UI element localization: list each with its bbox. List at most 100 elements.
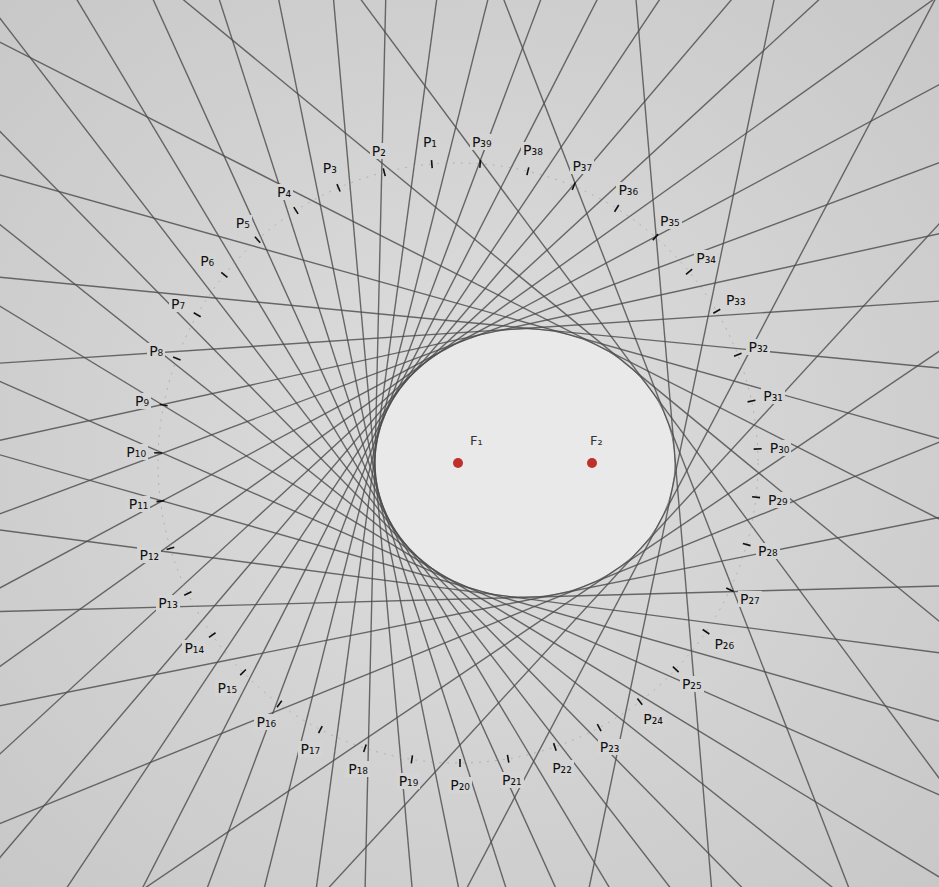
tangent-line (0, 398, 939, 813)
focus-dot (453, 458, 463, 468)
point-label: P₁₉ (397, 773, 421, 789)
point-tick (160, 404, 168, 406)
point-tick (167, 547, 175, 549)
point-tick (743, 543, 751, 545)
point-tick (277, 701, 282, 707)
point-tick (653, 234, 658, 240)
point-label: P₃₁ (761, 388, 785, 404)
tangent-line (338, 0, 412, 887)
point-tick (507, 755, 508, 763)
point-tick (411, 755, 412, 763)
point-label: P₃₉ (470, 134, 494, 150)
point-label: P₁₃ (156, 595, 180, 611)
point-label: P₂₈ (756, 543, 780, 559)
point-tick (383, 168, 385, 176)
point-label: P₃ (321, 160, 339, 176)
point-label: P₂₆ (712, 636, 736, 652)
point-label: P₂₀ (448, 777, 472, 793)
point-label: P₃₃ (724, 292, 748, 308)
point-tick (554, 743, 557, 751)
tangent-line (0, 0, 881, 887)
point-tick (255, 237, 260, 243)
point-tick (752, 496, 760, 499)
point-tick (194, 313, 201, 317)
point-label: P₃₂ (746, 339, 770, 355)
point-tick (319, 726, 323, 733)
director-circle (158, 163, 758, 763)
point-tick (173, 357, 180, 360)
point-tick (713, 309, 720, 313)
point-tick (754, 448, 762, 450)
tangent-line (348, 0, 939, 887)
point-label: P₂₉ (766, 492, 790, 508)
point-tick (734, 353, 741, 356)
tangent-line (92, 0, 939, 887)
point-tick (154, 452, 162, 454)
point-label: P₁₅ (215, 680, 239, 696)
point-label: P₃₇ (570, 158, 594, 174)
point-label: P₃₅ (658, 213, 682, 229)
point-label: P₅ (234, 215, 252, 231)
point-tick (597, 724, 601, 731)
point-label: P₁₈ (346, 761, 370, 777)
point-label: P₂₂ (550, 760, 574, 776)
point-tick (184, 592, 191, 595)
point-label: P₁₀ (124, 444, 148, 460)
point-tick (459, 759, 461, 767)
point-tick (615, 205, 619, 212)
point-label: P₆ (198, 253, 216, 269)
point-tick (479, 160, 481, 168)
point-tick (748, 400, 756, 402)
point-label: P₁₇ (298, 741, 322, 757)
tangent-line (163, 0, 593, 887)
tangent-line (539, 0, 810, 887)
point-tick (221, 272, 227, 277)
point-label: P₄ (275, 184, 293, 200)
point-label: P₂₅ (680, 676, 704, 692)
point-tick (209, 633, 216, 638)
point-label: P₂₄ (641, 711, 665, 727)
point-label: P₁₂ (137, 547, 161, 563)
tangent-line (0, 219, 939, 430)
point-tick (364, 744, 366, 752)
point-tick (337, 184, 340, 191)
point-tick (431, 160, 433, 168)
focus-label: F₁ (468, 433, 485, 449)
point-tick (686, 269, 692, 274)
point-tick (572, 183, 575, 190)
focus-label: F₂ (588, 433, 605, 449)
tangent-line (0, 0, 775, 887)
point-label: P₂₃ (598, 739, 622, 755)
point-label: P₂₁ (500, 772, 524, 788)
point-label: P₃₆ (616, 182, 640, 198)
point-tick (240, 669, 246, 675)
tangent-line (0, 0, 939, 661)
ellipse-envelope (375, 329, 675, 597)
point-label: P₁ (421, 134, 439, 150)
point-tick (156, 501, 164, 502)
point-tick (703, 630, 710, 635)
point-label: P₁₄ (182, 640, 206, 656)
point-tick (673, 667, 679, 673)
tangent-line (235, 0, 517, 887)
point-label: P₃₄ (694, 250, 718, 266)
point-label: P₁₁ (127, 496, 151, 512)
point-tick (637, 698, 642, 704)
